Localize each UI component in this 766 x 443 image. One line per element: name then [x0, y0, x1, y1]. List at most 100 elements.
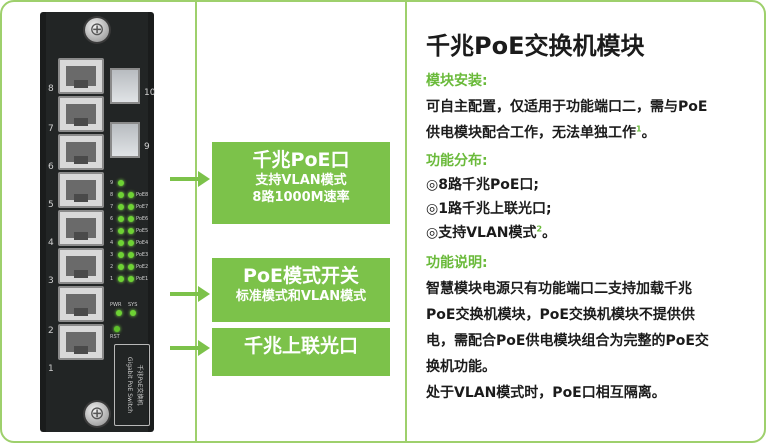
- poe-label: PoE5: [136, 228, 149, 234]
- footnote-marker: 2: [536, 224, 543, 234]
- rj45-port: [58, 134, 104, 170]
- callout-line: 8路1000M速率: [252, 190, 350, 205]
- poe-label: PoE1: [136, 276, 149, 282]
- mode-switch: [114, 326, 120, 332]
- distribution-item: ◎支持VLAN模式2。: [426, 222, 556, 242]
- port-number: 3: [48, 276, 54, 286]
- distribution-item: ◎1路千兆上联光口;: [426, 201, 552, 217]
- distribution-heading: 功能分布:: [426, 153, 488, 169]
- pwr-label: PWR: [110, 302, 122, 308]
- callout-line: 标准模式和VLAN模式: [235, 289, 367, 304]
- led-label: 3: [110, 252, 114, 258]
- page-title: 千兆PoE交换机模块: [426, 32, 645, 60]
- callout-mode-switch: PoE模式开关 标准模式和VLAN模式: [212, 258, 390, 322]
- sfp-number: 10: [144, 88, 156, 98]
- port-number: 4: [48, 238, 54, 248]
- callout-line: 支持VLAN模式: [255, 173, 347, 188]
- module-side-text: Gigabit PoE Switch: [126, 357, 133, 413]
- port-number: 7: [48, 124, 54, 134]
- rj45-port: [58, 210, 104, 246]
- callout-title: 千兆PoE口: [252, 149, 350, 171]
- status-led: [118, 252, 124, 258]
- status-led: [118, 180, 124, 186]
- led-label: 1: [110, 276, 114, 282]
- poe-label: PoE2: [136, 264, 149, 270]
- rj45-port: [58, 58, 104, 94]
- install-text: 供电模块配合工作，无法单独工作1。: [426, 122, 656, 142]
- description-heading: 功能说明:: [426, 255, 488, 271]
- led-label: 2: [110, 264, 114, 270]
- led-label: 5: [110, 228, 114, 234]
- distribution-item-text: ◎支持VLAN模式: [426, 225, 537, 241]
- led-label: 8: [110, 192, 114, 198]
- port-number: 6: [48, 162, 54, 172]
- sfp-port: [110, 122, 140, 158]
- install-text-end: 。: [641, 125, 656, 141]
- port-number: 8: [48, 84, 54, 94]
- divider-left: [195, 2, 197, 441]
- status-led: [118, 192, 124, 198]
- rj45-port: [58, 286, 104, 322]
- pwr-led: [116, 310, 122, 316]
- sfp-number: 9: [144, 142, 150, 152]
- description-text: PoE交换机模块，PoE交换机模块不提供供: [426, 307, 695, 323]
- poe-label: PoE4: [136, 240, 149, 246]
- callout-poe-ports: 千兆PoE口 支持VLAN模式 8路1000M速率: [212, 142, 390, 224]
- port-number: 5: [48, 200, 54, 210]
- description-text: 处于VLAN模式时，PoE口相互隔离。: [426, 385, 666, 401]
- poe-label: PoE7: [136, 204, 149, 210]
- install-text: 可自主配置，仅适用于功能端口二，需与PoE: [426, 99, 708, 115]
- status-led: [118, 240, 124, 246]
- status-led: [118, 276, 124, 282]
- poe-led: [128, 228, 134, 234]
- poe-led: [128, 192, 134, 198]
- module-side-label: Gigabit PoE Switch 千兆PoE交换机: [126, 357, 144, 413]
- footnote-marker: 1: [636, 124, 642, 134]
- sys-label: SYS: [128, 302, 138, 308]
- led-label: 6: [110, 216, 114, 222]
- rj45-port: [58, 248, 104, 284]
- poe-led: [128, 252, 134, 258]
- callout-uplink: 千兆上联光口: [212, 328, 390, 376]
- poe-led: [128, 264, 134, 270]
- poe-led: [128, 204, 134, 210]
- sfp-port: [110, 68, 140, 104]
- port-number: 2: [48, 326, 54, 336]
- poe-label: PoE6: [136, 216, 149, 222]
- led-label: 9: [110, 180, 114, 186]
- install-heading: 模块安装:: [426, 73, 488, 89]
- module-side-text-cn: 千兆PoE交换机: [136, 365, 144, 406]
- rj45-port: [58, 324, 104, 360]
- rj45-port: [58, 96, 104, 132]
- led-label: 4: [110, 240, 114, 246]
- sys-led: [130, 310, 136, 316]
- port-number: 1: [48, 364, 54, 374]
- distribution-item-end: 。: [542, 225, 557, 241]
- status-led: [118, 216, 124, 222]
- rst-label: RST: [110, 334, 120, 340]
- poe-led: [128, 240, 134, 246]
- screw-icon: [85, 18, 109, 42]
- distribution-item: ◎8路千兆PoE口;: [426, 177, 539, 193]
- poe-led: [128, 216, 134, 222]
- description-text: 智慧模块电源只有功能端口二支持加载千兆: [426, 281, 692, 297]
- callout-title: 千兆上联光口: [243, 335, 358, 357]
- module-label-plate: Gigabit PoE Switch 千兆PoE交换机: [114, 344, 150, 426]
- arrow-switch: [170, 286, 210, 302]
- arrow-uplink: [170, 340, 210, 356]
- install-text-line: 供电模块配合工作，无法单独工作: [426, 125, 636, 141]
- arrow-poe: [170, 171, 210, 187]
- status-led: [118, 228, 124, 234]
- poe-label: PoE3: [136, 252, 149, 258]
- switch-module: 8 7 6 5 4 3 2 1 10 9 9 8 7 6 5 4 3 2 1: [40, 12, 156, 432]
- screw-icon: [85, 402, 109, 426]
- description-text: 电，需配合PoE供电模块组合为完整的PoE交: [426, 333, 709, 349]
- poe-led: [128, 276, 134, 282]
- callout-title: PoE模式开关: [243, 265, 359, 287]
- rj45-port: [58, 172, 104, 208]
- status-led: [118, 204, 124, 210]
- led-label: 7: [110, 204, 114, 210]
- poe-label: PoE8: [136, 192, 149, 198]
- status-led: [118, 264, 124, 270]
